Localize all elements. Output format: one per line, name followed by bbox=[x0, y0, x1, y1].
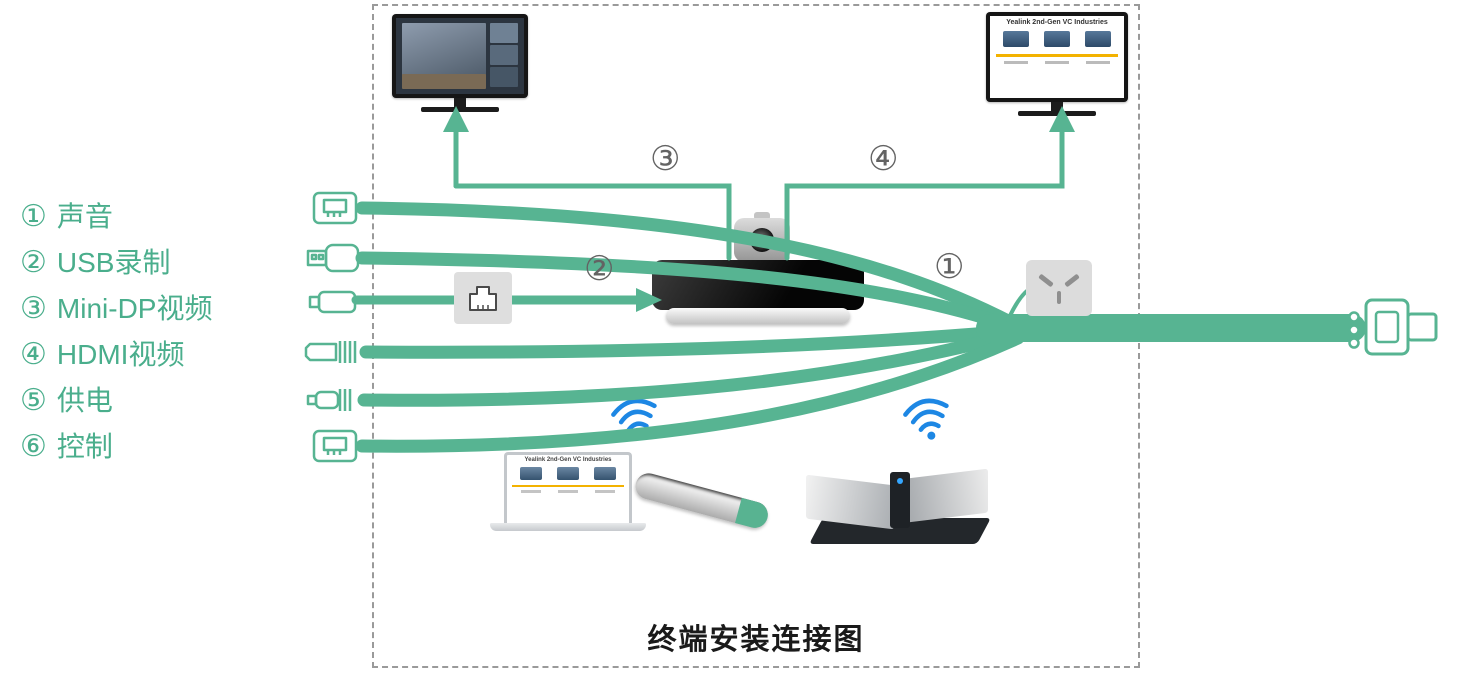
tv1-screen-video bbox=[396, 18, 524, 94]
legend-item-power: ⑤ 供电 bbox=[20, 378, 212, 424]
caption-bar bbox=[520, 490, 541, 493]
legend-label: USB录制 bbox=[56, 247, 171, 278]
laptop-caption-bars bbox=[512, 490, 624, 493]
callout-2: ② bbox=[584, 250, 615, 288]
video-tile bbox=[490, 23, 518, 43]
video-tile bbox=[402, 74, 486, 89]
legend-item-hdmi-video: ④ HDMI视频 bbox=[20, 332, 212, 378]
legend-number: ③ bbox=[20, 292, 47, 325]
legend-item-control: ⑥ 控制 bbox=[20, 424, 212, 470]
codec-body bbox=[652, 260, 864, 310]
legend-number: ① bbox=[20, 200, 47, 233]
thumbnail bbox=[519, 467, 542, 480]
outlet-slot bbox=[1038, 273, 1054, 288]
usb-connector-icon bbox=[304, 240, 362, 276]
phone-speaker-right bbox=[900, 468, 988, 524]
codec-base bbox=[666, 308, 850, 324]
display-tv-right: Yealink 2nd-Gen VC Industries bbox=[986, 12, 1128, 116]
caption-bar bbox=[1044, 61, 1069, 64]
video-codec-unit bbox=[652, 212, 864, 328]
yellow-divider bbox=[996, 54, 1118, 57]
hdmi-connector-icon bbox=[302, 336, 364, 368]
legend-number: ② bbox=[20, 246, 47, 279]
legend-item-audio: ① 声音 bbox=[20, 194, 212, 240]
laptop-screen: Yealink 2nd-Gen VC Industries bbox=[504, 452, 632, 523]
multi-plug-connector-icon bbox=[1348, 298, 1438, 356]
legend-label: 供电 bbox=[56, 385, 113, 416]
phone-speaker-left bbox=[806, 474, 894, 530]
legend-label: Mini-DP视频 bbox=[56, 293, 213, 324]
legend-number: ⑤ bbox=[20, 384, 47, 417]
thumbnail bbox=[1043, 31, 1070, 47]
tv2-thumbnails bbox=[996, 31, 1118, 47]
thumbnail bbox=[1084, 31, 1111, 47]
camera-lens bbox=[750, 228, 774, 252]
ethernet-port-icon bbox=[454, 272, 512, 324]
legend-number: ⑥ bbox=[20, 430, 47, 463]
callout-4: ④ bbox=[868, 140, 899, 178]
display-tv-left bbox=[392, 14, 528, 112]
tv2-caption-bars bbox=[996, 61, 1118, 64]
tv2-screen-title: Yealink 2nd-Gen VC Industries bbox=[1006, 19, 1108, 26]
tv-stand-base bbox=[421, 107, 499, 112]
callout-1: ① bbox=[934, 248, 965, 286]
phone-led bbox=[897, 478, 903, 484]
callout-3: ③ bbox=[650, 140, 681, 178]
video-tile bbox=[490, 45, 518, 65]
rj45-audio-connector-icon bbox=[306, 190, 362, 226]
legend-label: 控制 bbox=[56, 431, 113, 462]
laptop-thumbnails bbox=[512, 467, 624, 480]
legend-item-usb-record: ② USB录制 bbox=[20, 240, 212, 286]
tv-stand-neck bbox=[454, 98, 466, 107]
caption-bar bbox=[1085, 61, 1110, 64]
power-outlet-icon bbox=[1026, 260, 1092, 316]
caption-bar bbox=[595, 490, 616, 493]
tv-frame bbox=[392, 14, 528, 98]
legend-label: HDMI视频 bbox=[56, 339, 185, 370]
legend-number: ④ bbox=[20, 338, 47, 371]
laptop-base bbox=[490, 523, 646, 531]
phone-spine bbox=[890, 472, 910, 528]
legend-label: 声音 bbox=[56, 201, 113, 232]
thumbnail bbox=[556, 467, 579, 480]
outlet-slot bbox=[1064, 273, 1080, 288]
laptop: Yealink 2nd-Gen VC Industries bbox=[490, 452, 646, 531]
dc-power-plug-icon bbox=[304, 384, 362, 416]
tv-frame: Yealink 2nd-Gen VC Industries bbox=[986, 12, 1128, 102]
legend-item-minidp-video: ③ Mini-DP视频 bbox=[20, 286, 212, 332]
conference-speakerphone bbox=[806, 464, 992, 548]
thumbnail bbox=[1003, 31, 1030, 47]
video-tile bbox=[402, 23, 486, 81]
rj45-control-connector-icon bbox=[306, 428, 362, 464]
caption-bar bbox=[557, 490, 578, 493]
diagram-title: 终端安装连接图 bbox=[647, 624, 865, 656]
video-tile bbox=[490, 67, 518, 87]
legend: ① 声音 ② USB录制 ③ Mini-DP视频 ④ HDMI视频 ⑤ 供电 ⑥… bbox=[20, 194, 212, 470]
outlet-slot bbox=[1057, 291, 1061, 304]
laptop-screen-title: Yealink 2nd-Gen VC Industries bbox=[524, 457, 612, 463]
tv-stand-neck bbox=[1051, 102, 1063, 111]
tv2-screen-ui: Yealink 2nd-Gen VC Industries bbox=[990, 16, 1124, 98]
thumbnail bbox=[594, 467, 617, 480]
tv-stand-base bbox=[1018, 111, 1096, 116]
caption-bar bbox=[1004, 61, 1029, 64]
mini-dp-connector-icon bbox=[306, 288, 358, 316]
yellow-divider bbox=[512, 485, 624, 487]
